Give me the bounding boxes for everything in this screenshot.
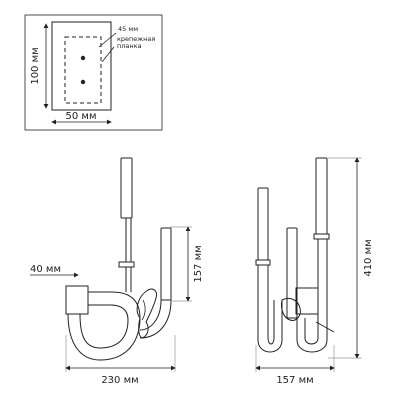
front-wall-plate (295, 287, 319, 315)
front-right-collar (313, 233, 330, 240)
mount-bar-outline (64, 36, 102, 104)
front-width-label: 157 мм (276, 375, 313, 386)
front-cable (315, 321, 335, 333)
side-short-tube (160, 227, 172, 301)
bird-wing (141, 299, 146, 321)
side-short-arm (139, 299, 162, 331)
spacing-leader (98, 32, 117, 48)
side-wall-block (65, 285, 89, 315)
plate-height-label: 100 мм (30, 47, 41, 84)
side-main-arm-outer (67, 291, 141, 361)
mount-note-line2: планка (117, 42, 142, 50)
side-view: 40 мм 157 мм 230 мм (30, 157, 204, 386)
side-depth-label: 40 мм (30, 264, 61, 275)
front-right-loop (296, 239, 328, 353)
front-left-tube (257, 187, 269, 261)
bird-ornament (136, 288, 157, 339)
plate-width-label: 50 мм (66, 111, 97, 122)
note-leader (101, 46, 115, 63)
mount-note-line1: крепежная (117, 35, 155, 43)
side-main-arm-inner (79, 304, 129, 349)
screw-hole-bottom (80, 79, 86, 85)
front-view: 410 мм 157 мм (255, 157, 374, 386)
plate-spacing-label: 45 мм (118, 25, 138, 33)
detail-frame (24, 14, 163, 131)
mount-plate (51, 21, 112, 111)
front-left-loop (257, 265, 283, 353)
side-tall-tube (120, 157, 133, 219)
front-height-label: 410 мм (363, 239, 374, 276)
front-left-collar (255, 259, 271, 266)
mount-plate-detail: 100 мм 50 мм 45 мм крепежная планка (24, 14, 163, 131)
front-ornament (281, 297, 301, 321)
side-height-label: 157 мм (193, 245, 204, 282)
front-right-loop-inner (304, 239, 319, 345)
side-width-label: 230 мм (101, 375, 138, 386)
screw-hole-top (80, 55, 86, 61)
side-tall-collar (118, 261, 135, 268)
front-right-tube (315, 157, 328, 235)
front-left-loop-inner (267, 265, 275, 345)
front-middle-tube (286, 227, 298, 319)
